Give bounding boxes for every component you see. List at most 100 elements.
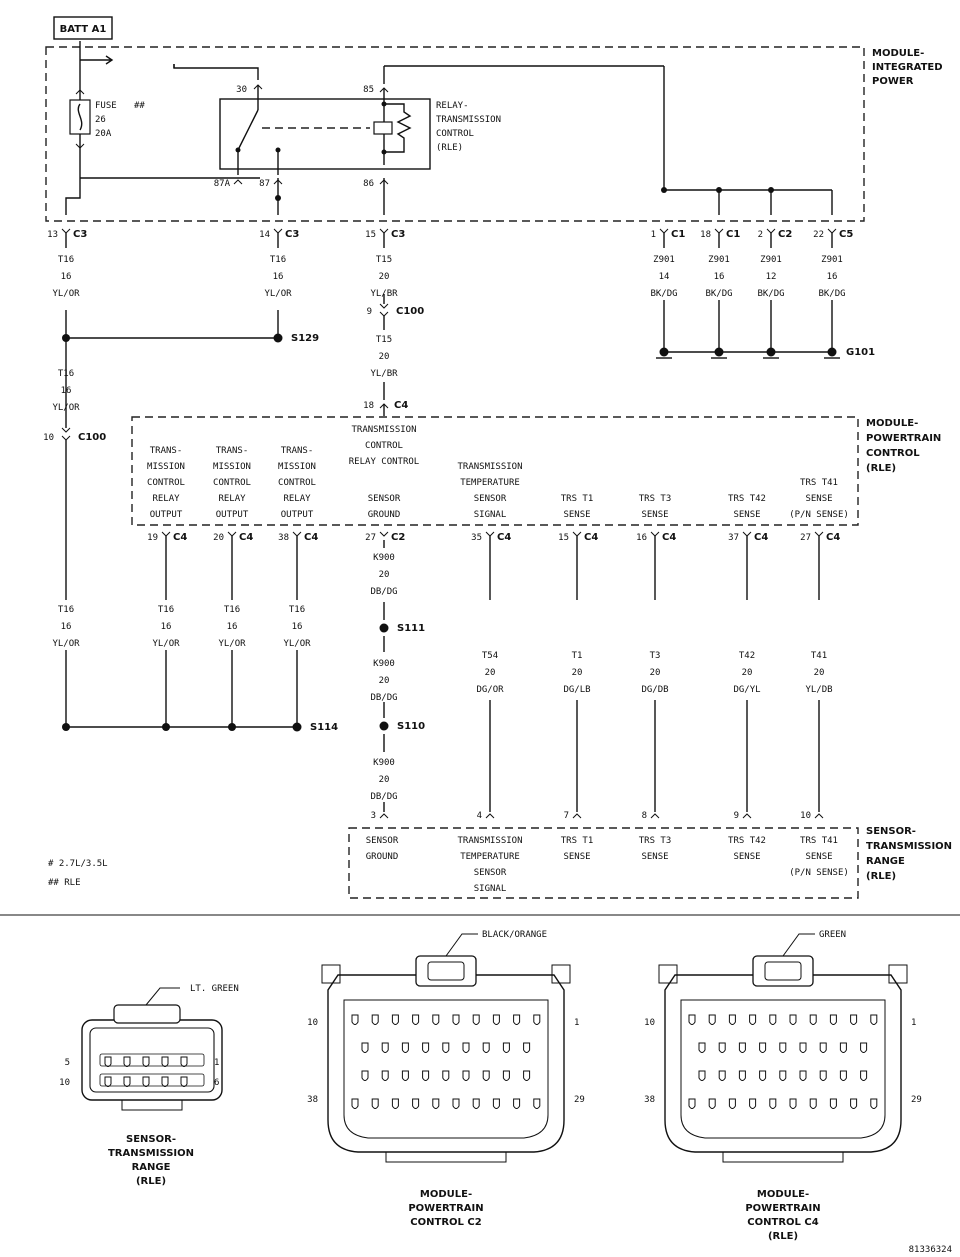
pcm-pin-2-pin-number: 38 — [278, 533, 289, 543]
relay-label: CONTROL — [436, 129, 474, 139]
pcm-view-1-pin — [351, 1098, 359, 1109]
pcm-view-1-pin — [381, 1042, 389, 1053]
k900-wire-3: DB/DG — [370, 792, 397, 802]
left-wire: T16 — [58, 369, 74, 379]
pcm-wire-1: YL/OR — [218, 639, 246, 649]
top-conn-6-pin-number: 22 — [813, 230, 824, 240]
pcm-wire-0: YL/OR — [152, 639, 180, 649]
splice-s129 — [273, 333, 283, 343]
pcm-view-1-name: CONTROL C2 — [410, 1217, 481, 1228]
top-conn-4-pin-number: 18 — [700, 230, 711, 240]
trs-view-pin — [180, 1056, 188, 1067]
pcm-pin-2-connector-id: C4 — [304, 532, 318, 543]
note: # 2.7L/3.5L — [48, 859, 108, 869]
trs-pin-number-3: 8 — [642, 811, 647, 821]
top-wire-6: Z901 — [821, 255, 843, 265]
pcm-view-1-pin-label: 10 — [307, 1018, 318, 1028]
pcm-view-1-latch — [415, 955, 477, 987]
top-conn-2-pin-number: 15 — [365, 230, 376, 240]
pcm-view-2-pin — [850, 1014, 858, 1025]
pcm-wire-2: YL/OR — [283, 639, 311, 649]
pcm-view-2-shell — [664, 974, 902, 1153]
batt-label: BATT A1 — [60, 24, 107, 35]
pcm-pin-label-0: MISSION — [147, 462, 185, 472]
top-conn-2-pin — [379, 228, 389, 234]
top-conn-3-pin-number: 1 — [651, 230, 656, 240]
pcm-top-label: CONTROL — [365, 441, 403, 451]
pcm-label: POWERTRAIN — [866, 433, 941, 444]
pcm-view-2-pin — [769, 1014, 777, 1025]
c100-mid-pin: 9 — [367, 307, 372, 317]
pcm-view-1-name: MODULE- — [420, 1189, 472, 1200]
pcm-view-1-shell — [327, 974, 565, 1153]
k900-wire-3: 20 — [379, 775, 390, 785]
trs-pin-label-5: (P/N SENSE) — [789, 868, 849, 878]
pcm-view-1-pin — [502, 1070, 510, 1081]
trs-view-shell — [81, 1019, 223, 1101]
trs-view-pin — [180, 1076, 188, 1087]
pcm-pin-4-pin — [485, 531, 495, 537]
pcm-pin-5-pin — [572, 531, 582, 537]
trs-view-name: SENSOR- — [126, 1134, 176, 1145]
splice-dot — [275, 195, 281, 201]
top-wire-0: 16 — [61, 272, 72, 282]
trs-view-color: LT. GREEN — [190, 984, 239, 994]
pcm-view-1-pin — [492, 1014, 500, 1025]
c4-18-id: C4 — [394, 400, 408, 411]
trs-view-pin — [104, 1076, 112, 1087]
pcm-view-2-pin — [809, 1098, 817, 1109]
trs-pin-label-1: SIGNAL — [474, 884, 507, 894]
ground-g101-label: G101 — [846, 347, 875, 358]
k900-wire-2: DB/DG — [370, 693, 397, 703]
pcm-view-2-pin — [759, 1070, 767, 1081]
c100-mid-id: C100 — [396, 306, 424, 317]
pcm-view-1-inner — [343, 999, 549, 1139]
trs-label: TRANSMISSION — [866, 841, 952, 852]
top-conn-0-connector-id: C3 — [73, 229, 87, 240]
pcm-view-1-ear — [551, 964, 571, 984]
relay-label: RELAY- — [436, 101, 469, 111]
pcm-wire-1: T16 — [224, 605, 240, 615]
pcm-view-1-tab — [385, 1152, 507, 1163]
fuse-note: ## — [134, 101, 145, 111]
top-conn-1-pin-number: 14 — [259, 230, 270, 240]
pcm-view-2-pin — [728, 1014, 736, 1025]
pcm-wire-7: 20 — [742, 668, 753, 678]
pcm-wire-4: DG/OR — [476, 685, 504, 695]
pcm-wire-5: DG/LB — [563, 685, 590, 695]
top-wire-4: Z901 — [708, 255, 730, 265]
pcm-pin-7-pin-number: 37 — [728, 533, 739, 543]
pcm-pin-label-2: TRANS- — [281, 446, 314, 456]
fuse-text: FUSE — [95, 101, 117, 111]
pcm-pin-label-1: OUTPUT — [216, 510, 249, 520]
pcm-view-1-pin — [482, 1042, 490, 1053]
pcm-view-1-pin — [432, 1098, 440, 1109]
splice-s111 — [379, 623, 389, 633]
pcm-view-1-color: BLACK/ORANGE — [482, 930, 547, 940]
c100-left-b — [61, 435, 71, 441]
pcm-pin-0-connector-id: C4 — [173, 532, 187, 543]
pcm-top-label: RELAY CONTROL — [349, 457, 419, 467]
pcm-pin-label-1: CONTROL — [213, 478, 251, 488]
pcm-pin-label-5: SENSE — [563, 510, 590, 520]
pcm-view-1-pin — [401, 1070, 409, 1081]
splice-s129-label: S129 — [291, 333, 319, 344]
top-conn-1-pin — [273, 228, 283, 234]
pcm-wire-7: T42 — [739, 651, 755, 661]
pcm-pin-label-7: TRS T42 — [728, 494, 766, 504]
pcm-wire-5: 20 — [572, 668, 583, 678]
pcm-wire-6: DG/DB — [641, 685, 668, 695]
pcm-view-1-pin — [472, 1098, 480, 1109]
top-wire-3: Z901 — [653, 255, 675, 265]
pcm-pin-label-8: (P/N SENSE) — [789, 510, 849, 520]
trs-pin-5 — [814, 813, 824, 819]
trs-pin-2 — [572, 813, 582, 819]
pcm-wire-6: T3 — [650, 651, 661, 661]
top-wire-6: 16 — [827, 272, 838, 282]
trs-view-pin-label: 1 — [214, 1058, 219, 1068]
top-wire-2: 20 — [379, 272, 390, 282]
trs-pin-label-1: TRANSMISSION — [457, 836, 522, 846]
pcm-pin-label-3: GROUND — [368, 510, 401, 520]
splice-s114-label: S114 — [310, 722, 338, 733]
pcm-wire-4: T54 — [482, 651, 498, 661]
